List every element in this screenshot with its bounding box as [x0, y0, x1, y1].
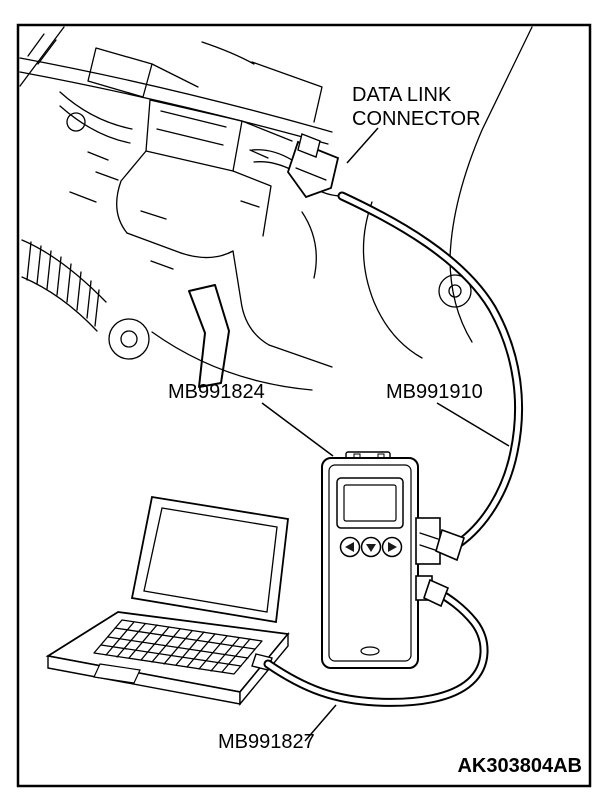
scan-tool-art [321, 451, 441, 669]
laptop-touchpad [93, 663, 141, 684]
label-mb991910: MB991910 [386, 381, 483, 403]
cable-mb991910-art [337, 191, 524, 562]
label-mb991824: MB991824 [168, 381, 265, 403]
leader-line-mb991824 [261, 402, 334, 457]
left-arrow-icon [345, 542, 354, 552]
leader-line-data-link-connector [346, 127, 379, 164]
engine-bay-line-art [19, 26, 533, 391]
label-data-link-connector-line2: CONNECTOR [352, 108, 481, 130]
cable-top-plug [435, 528, 465, 562]
data-link-connector-art [251, 133, 343, 199]
leader-line-mb991910 [436, 402, 510, 447]
label-data-link-connector-line1: DATA LINK [352, 84, 452, 106]
laptop-art [45, 495, 290, 706]
figure-code: AK303804AB [457, 755, 582, 777]
leader-line-mb991827 [304, 704, 337, 742]
right-arrow-icon [388, 542, 397, 552]
cable-mb991827-art [263, 578, 489, 707]
laptop-keyboard [93, 619, 263, 675]
down-arrow-icon [366, 544, 376, 552]
label-mb991827: MB991827 [218, 731, 315, 753]
cable-bottom-plug [423, 578, 450, 608]
scan-tool-side-port [415, 517, 441, 565]
